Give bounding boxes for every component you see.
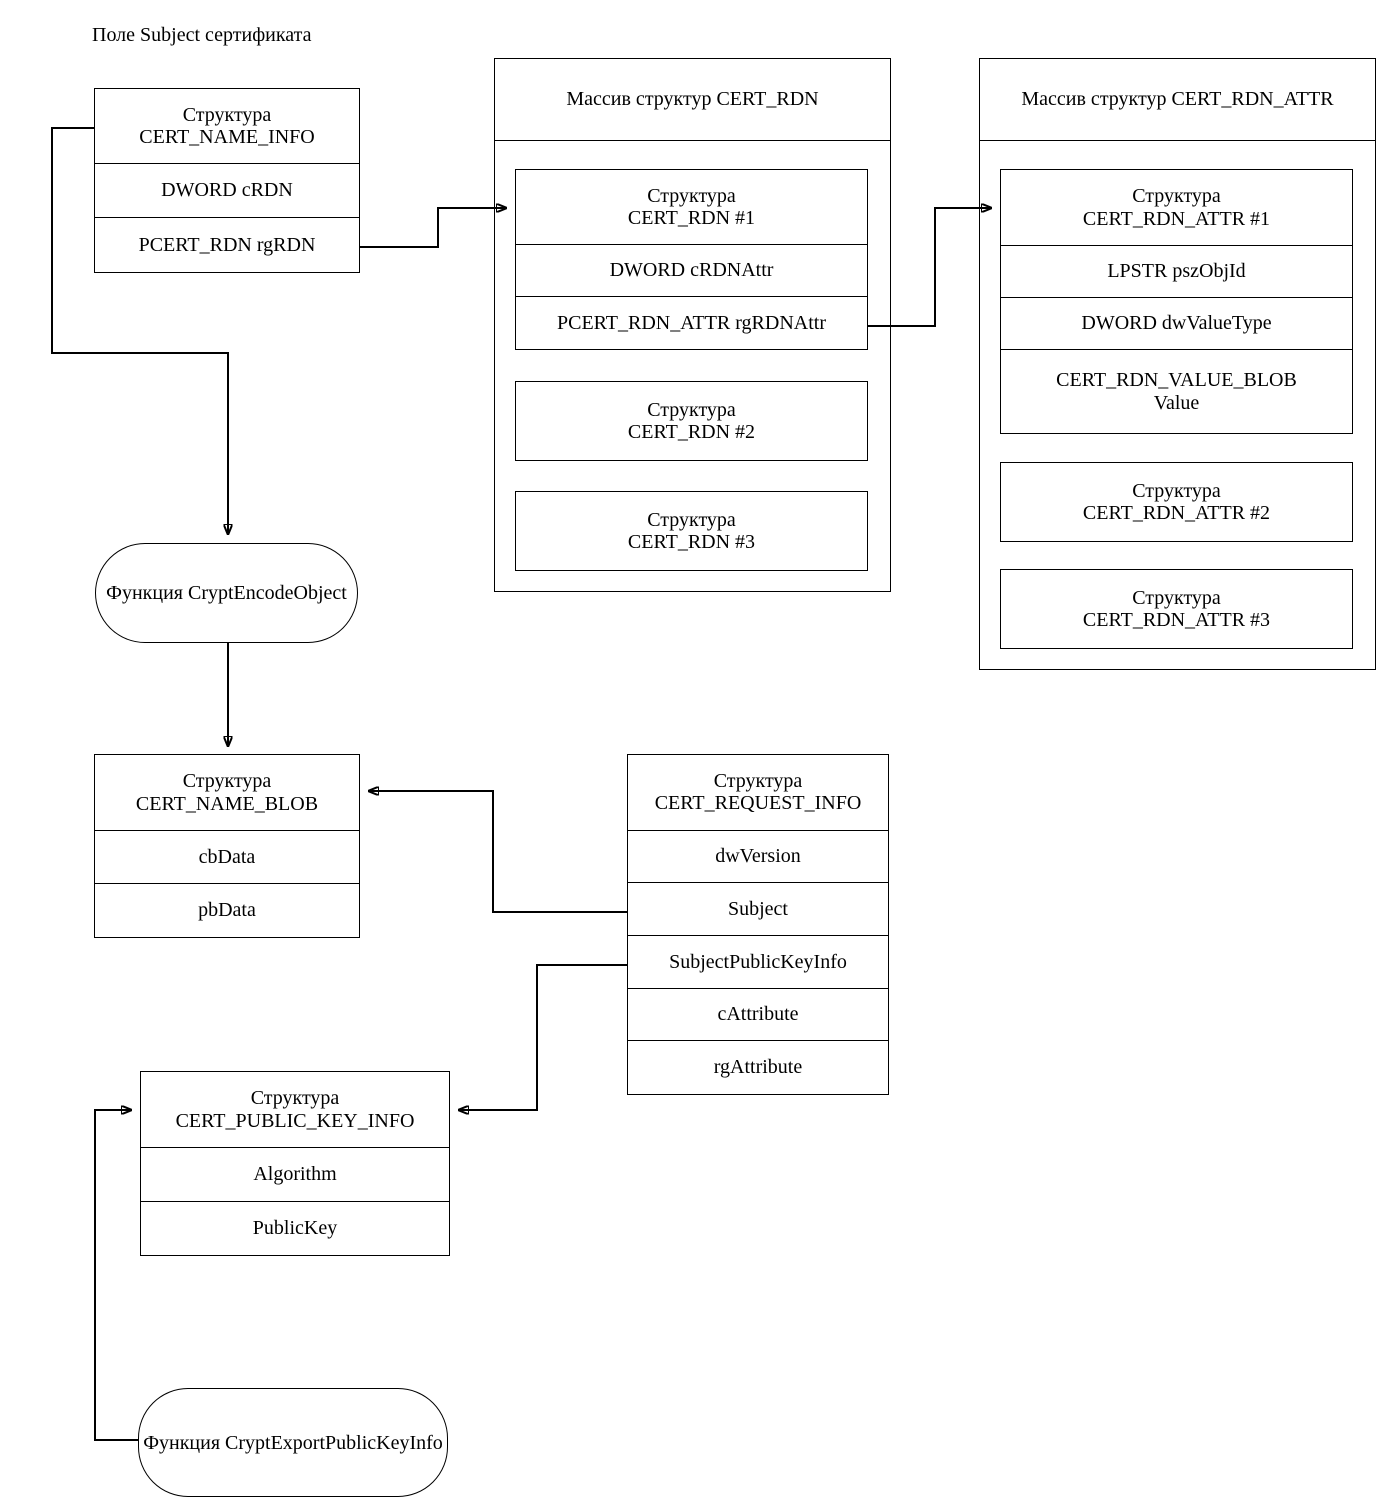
field-publickey: PublicKey	[252, 1217, 338, 1240]
function-crypt-export-public-key-info: Функция CryptExportPublicKeyInfo	[138, 1388, 448, 1497]
field-rgrdnattr: PCERT_RDN_ATTR rgRDNAttr	[556, 311, 826, 334]
struct-title-line2: CERT_RDN #2	[627, 421, 756, 443]
wire-subjectpublickeyinfo-to-public-key-info	[459, 964, 627, 1110]
function-name: CryptExportPublicKeyInfo	[225, 1431, 443, 1454]
struct-title-cert-rdn-2: Структура CERT_RDN #2	[516, 382, 867, 460]
struct-title-line2: CERT_REQUEST_INFO	[654, 792, 862, 815]
field-pbdata: pbData	[198, 899, 256, 922]
struct-cert-rdn-attr-3: Структура CERT_RDN_ATTR #3	[1000, 569, 1353, 649]
struct-title-line2: CERT_PUBLIC_KEY_INFO	[175, 1109, 415, 1132]
struct-title-line1: Структура	[647, 508, 736, 531]
field-rgrdn: PCERT_RDN rgRDN	[138, 233, 316, 256]
struct-cert-rdn-1: Структура CERT_RDN #1 DWORD cRDNAttr PCE…	[515, 169, 868, 350]
function-label: Функция	[106, 582, 183, 604]
struct-title-cert-rdn-attr-2: Структура CERT_RDN_ATTR #2	[1001, 463, 1352, 541]
field-dwvaluetype: DWORD dwValueType	[1001, 298, 1352, 350]
field-crdn: DWORD cRDN	[95, 164, 359, 218]
struct-title-cert-rdn-3: Структура CERT_RDN #3	[516, 492, 867, 570]
struct-title-line1: Структура	[647, 184, 736, 207]
struct-cert-public-key-info: Структура CERT_PUBLIC_KEY_INFO Algorithm…	[140, 1071, 450, 1256]
struct-title-cert-rdn-attr-1: Структура CERT_RDN_ATTR #1	[1001, 170, 1352, 246]
struct-title-line1: Структура	[182, 103, 272, 126]
field-value-blob-line1: CERT_RDN_VALUE_BLOB	[1056, 369, 1297, 392]
diagram-caption: Поле Subject сертификата	[92, 24, 312, 46]
field-value-blob: CERT_RDN_VALUE_BLOB Value	[1001, 350, 1352, 433]
array-head-line2: CERT_RDN_ATTR	[1171, 88, 1334, 111]
wire-subject-to-name-blob	[369, 791, 627, 913]
field-crdnattr: DWORD cRDNAttr	[516, 245, 867, 297]
array-head-line2: CERT_RDN	[716, 88, 819, 111]
struct-title-cert-rdn-1: Структура CERT_RDN #1	[516, 170, 867, 246]
function-label: Функция	[143, 1431, 221, 1454]
struct-title-cert-public-key-info: Структура CERT_PUBLIC_KEY_INFO	[141, 1072, 449, 1149]
struct-title-line2: CERT_NAME_BLOB	[135, 792, 319, 815]
struct-title-line1: Структура	[713, 769, 803, 792]
function-name: CryptEncodeObject	[187, 582, 347, 604]
field-pszobjid: LPSTR pszObjId	[1001, 246, 1352, 298]
field-value-blob-line2: Value	[1153, 391, 1200, 414]
field-subject: Subject	[628, 883, 888, 936]
struct-title-line2: CERT_RDN #1	[627, 207, 756, 230]
struct-title-line1: Структура	[1132, 185, 1221, 208]
struct-cert-rdn-3: Структура CERT_RDN #3	[515, 491, 868, 571]
struct-title-line2: CERT_RDN #3	[627, 531, 756, 553]
struct-cert-name-info: Структура CERT_NAME_INFO DWORD cRDN PCER…	[94, 88, 360, 273]
field-cattribute: cAttribute	[628, 989, 888, 1042]
struct-cert-rdn-2: Структура CERT_RDN #2	[515, 381, 868, 461]
struct-title-line2: CERT_RDN_ATTR #3	[1082, 609, 1271, 631]
struct-title-line1: Структура	[1132, 479, 1221, 502]
struct-cert-name-blob: Структура CERT_NAME_BLOB cbData pbData	[94, 754, 360, 938]
struct-title-line1: Структура	[250, 1087, 340, 1110]
struct-cert-request-info: Структура CERT_REQUEST_INFO dwVersion Su…	[627, 754, 889, 1095]
struct-cert-rdn-attr-2: Структура CERT_RDN_ATTR #2	[1000, 462, 1353, 542]
struct-title-line1: Структура	[1132, 586, 1221, 609]
struct-title-line2: CERT_RDN_ATTR #2	[1082, 502, 1271, 524]
field-algorithm: Algorithm	[141, 1148, 449, 1202]
struct-title-cert-name-info: Структура CERT_NAME_INFO	[95, 89, 359, 165]
array-head-line1: Массив структур	[566, 88, 712, 111]
field-cbdata: cbData	[95, 831, 359, 884]
field-dwversion: dwVersion	[628, 831, 888, 884]
struct-title-line2: CERT_RDN_ATTR #1	[1082, 207, 1271, 230]
struct-title-line1: Структура	[182, 770, 272, 793]
struct-title-cert-rdn-attr-3: Структура CERT_RDN_ATTR #3	[1001, 570, 1352, 648]
field-rgattribute: rgAttribute	[713, 1056, 803, 1079]
array-head-line1: Массив структур	[1021, 88, 1167, 111]
struct-title-line2: CERT_NAME_INFO	[139, 126, 315, 149]
field-subjectpublickeyinfo: SubjectPublicKeyInfo	[628, 936, 888, 989]
struct-title-cert-name-blob: Структура CERT_NAME_BLOB	[95, 755, 359, 831]
function-crypt-encode-object: Функция CryptEncodeObject	[95, 543, 358, 643]
array-head-cert-rdn: Массив структур CERT_RDN	[495, 59, 890, 141]
wire-rgrdn-to-cert-rdn1	[360, 208, 506, 248]
struct-cert-rdn-attr-1: Структура CERT_RDN_ATTR #1 LPSTR pszObjI…	[1000, 169, 1353, 434]
struct-title-line1: Структура	[647, 398, 736, 421]
struct-title-cert-request-info: Структура CERT_REQUEST_INFO	[628, 755, 888, 831]
array-head-cert-rdn-attr: Массив структур CERT_RDN_ATTR	[980, 59, 1375, 141]
wire-export-to-public-key-info	[94, 1110, 138, 1441]
